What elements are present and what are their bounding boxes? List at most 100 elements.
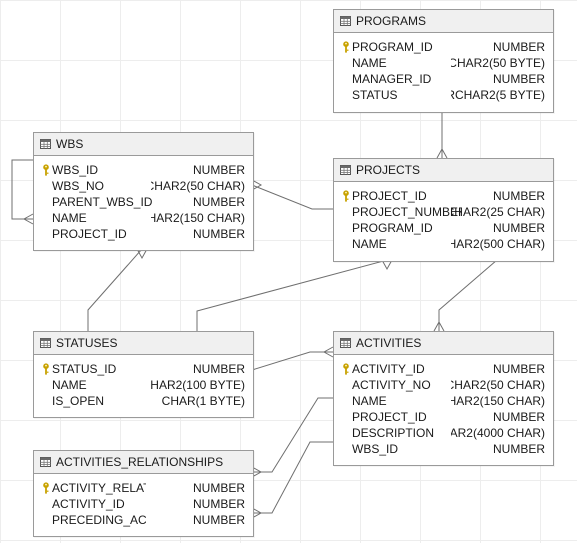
column-row[interactable]: NAME CHAR2(50 BYTE) — [342, 55, 545, 71]
column-type: NUMBER — [492, 40, 545, 54]
column-name: PROJECT_ID — [352, 189, 427, 203]
primary-key-icon — [43, 164, 49, 176]
primary-key-icon — [343, 190, 349, 202]
table-name: PROGRAMS — [356, 14, 427, 28]
relationship-statuses-to-activities[interactable] — [251, 351, 333, 371]
table-header[interactable]: PROJECTS — [334, 159, 553, 182]
column-row[interactable]: NAME CHAR2(100 BYTE) — [42, 377, 245, 393]
primary-key-icon — [43, 482, 49, 494]
crows-foot-icon — [22, 213, 34, 225]
table-programs[interactable]: PROGRAMS PROGRAM_ID NUMBER NAME CHAR2(50 BYT… — [333, 9, 554, 113]
column-type: NUMBER — [492, 442, 545, 456]
column-row[interactable]: PROGRAM_ID NUMBER — [342, 39, 545, 55]
relationship-activities-to-activities-relationships[interactable] — [252, 441, 333, 514]
column-row[interactable]: WBS_ID NUMBER — [342, 441, 545, 457]
table-icon — [40, 338, 51, 348]
column-name: ACTIVITY_ID — [352, 362, 425, 376]
table-activities-relationships[interactable]: ACTIVITIES_RELATIONSHIPS ACTIVITY_RELATIO… — [33, 450, 254, 537]
column-type: HAR2(150 CHAR) — [451, 394, 545, 408]
crows-foot-icon — [251, 507, 263, 519]
table-name: WBS — [56, 137, 84, 151]
column-name: WBS_ID — [52, 163, 99, 177]
column-name: MANAGER_ID — [352, 72, 432, 86]
column-name: STATUS_ID — [52, 362, 117, 376]
primary-key-icon — [343, 41, 349, 53]
relationship-projects-to-statuses[interactable] — [196, 259, 388, 331]
column-type: NUMBER — [492, 362, 545, 376]
relationship-wbs-to-projects[interactable] — [251, 184, 333, 210]
relationship-activities-to-activities-relationships[interactable] — [252, 397, 333, 473]
column-name: NAME — [52, 211, 87, 225]
column-name: NAME — [352, 56, 387, 70]
column-name: PARENT_WBS_ID — [52, 195, 153, 209]
table-name: ACTIVITIES_RELATIONSHIPS — [56, 455, 224, 469]
table-name: STATUSES — [56, 336, 118, 350]
column-name: ACTIVITY_NO — [352, 378, 431, 392]
column-name: IS_OPEN — [52, 394, 105, 408]
column-type: NUMBER — [192, 481, 245, 495]
column-name: NAME — [352, 394, 387, 408]
column-type: CHAR2(50 BYTE) — [451, 56, 545, 70]
column-name: PROJECT_NUMBER — [352, 205, 462, 219]
column-name: WBS_ID — [352, 442, 399, 456]
table-icon — [340, 16, 351, 26]
column-type: NUMBER — [192, 163, 245, 177]
column-name: PROJECT_ID — [52, 227, 127, 241]
column-name: PROJECT_ID — [352, 410, 427, 424]
table-header[interactable]: PROGRAMS — [334, 10, 553, 33]
column-name: NAME — [352, 237, 387, 251]
column-row[interactable]: PARENT_WBS_ID NUMBER — [42, 194, 245, 210]
column-type: NUMBER — [192, 513, 245, 527]
table-header[interactable]: ACTIVITIES_RELATIONSHIPS — [34, 451, 253, 474]
column-row[interactable]: NAME HAR2(150 CHAR) — [342, 393, 545, 409]
primary-key-icon — [343, 363, 349, 375]
crows-foot-icon — [322, 346, 334, 358]
column-row[interactable]: ACTIVITY_ID NUMBER — [342, 361, 545, 377]
crows-foot-icon — [251, 466, 263, 478]
column-type: CHAR2(100 BYTE) — [151, 378, 245, 392]
relationship-wbs-to-statuses[interactable] — [87, 248, 143, 331]
relationship-wbs-to-wbs[interactable] — [11, 159, 33, 220]
relationship-projects-to-activities[interactable] — [438, 259, 498, 331]
column-name: ACTIVITY_ID — [52, 497, 125, 511]
crows-foot-icon — [251, 179, 263, 191]
column-type: NUMBER — [192, 195, 245, 209]
table-icon — [40, 457, 51, 467]
column-row[interactable]: MANAGER_ID NUMBER — [342, 71, 545, 87]
column-type: CHAR2(50 CHAR) — [151, 179, 245, 193]
column-type: NUMBER — [492, 221, 545, 235]
column-row[interactable]: PROGRAM_ID NUMBER — [342, 220, 545, 236]
table-header[interactable]: ACTIVITIES — [334, 332, 553, 355]
table-header[interactable]: WBS — [34, 133, 253, 156]
table-header[interactable]: STATUSES — [34, 332, 253, 355]
column-name: NAME — [52, 378, 87, 392]
table-name: PROJECTS — [356, 163, 421, 177]
column-name: DESCRIPTION — [352, 426, 435, 440]
column-name: PROGRAM_ID — [352, 40, 433, 54]
column-row[interactable]: WBS_ID NUMBER — [42, 162, 245, 178]
column-row[interactable]: NAME HAR2(150 CHAR) — [42, 210, 245, 226]
column-type: HAR2(150 CHAR) — [151, 211, 245, 225]
column-type: NUMBER — [492, 72, 545, 86]
column-name: PROGRAM_ID — [352, 221, 433, 235]
